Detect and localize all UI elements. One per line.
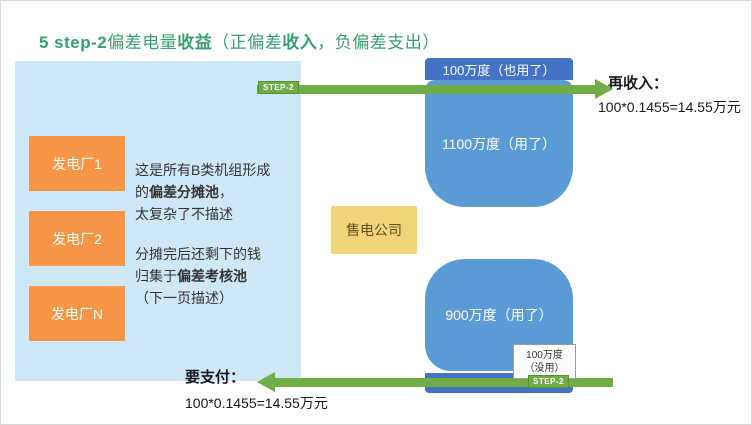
step2-payment-arrowhead-icon xyxy=(257,372,275,392)
payment-formula: 100*0.1455=14.55万元 xyxy=(185,395,328,411)
unused-energy-box: 100万度 （没用） xyxy=(513,344,576,379)
usage-big-block: 1100万度（用了） xyxy=(425,80,573,207)
step2-income-arrowhead-icon xyxy=(595,79,613,99)
assessment-pool-term: 偏差考核池 xyxy=(177,268,247,284)
income-label: 再收入： xyxy=(608,75,669,92)
sharing-pool-term: 偏差分摊池 xyxy=(149,184,219,200)
power-plant-n-box: 发电厂N xyxy=(29,286,125,341)
power-plant-1-box: 发电厂1 xyxy=(29,136,125,191)
page-title: 5 step-2偏差电量收益（正偏差收入，负偏差支出） xyxy=(39,33,440,52)
payment-label: 要支付： xyxy=(185,369,246,386)
step2-payment-arrow xyxy=(275,378,613,387)
step2-income-arrow xyxy=(257,85,595,94)
title-step-number: 5 step-2 xyxy=(39,33,108,52)
step2-badge-bottom: STEP-2 xyxy=(528,375,570,388)
sharing-pool-note: 这是所有B类机组形成 的偏差分摊池， 太复杂了不描述 xyxy=(135,162,271,222)
usage-top-bar: 100万度（也用了） xyxy=(425,58,573,80)
sales-company-box: 售电公司 xyxy=(331,206,417,254)
usage-bottom-block: 900万度（用了） xyxy=(425,259,573,371)
assessment-pool-note: 分摊完后还剩下的钱 归集于偏差考核池 （下一页描述） xyxy=(135,246,261,306)
power-plant-2-box: 发电厂2 xyxy=(29,211,125,266)
income-formula: 100*0.1455=14.55万元 xyxy=(598,99,741,115)
sharing-pool-panel: 发电厂1 发电厂2 发电厂N 这是所有B类机组形成 的偏差分摊池， 太复杂了不描… xyxy=(15,61,301,381)
step2-badge-top: STEP-2 xyxy=(258,81,300,94)
